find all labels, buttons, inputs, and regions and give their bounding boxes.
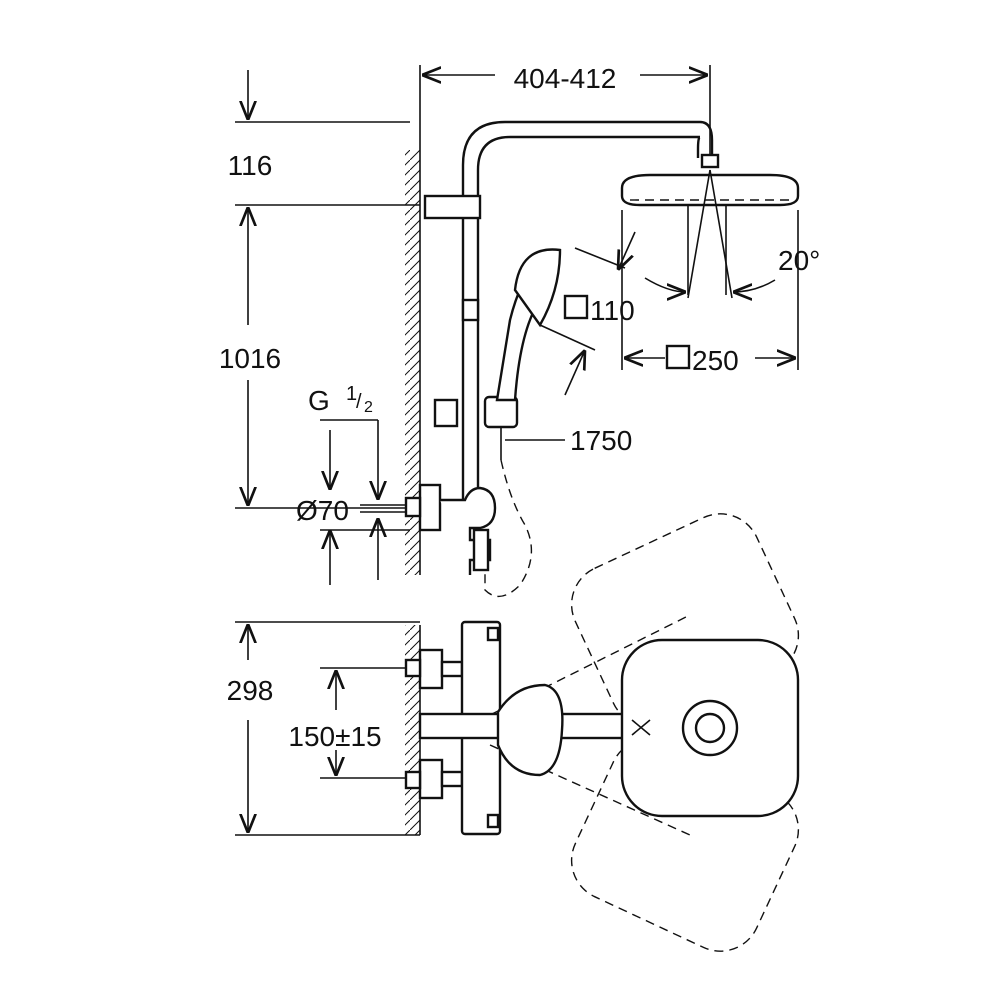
handshower-size-label: 110 [590,295,635,326]
height-label: 1016 [219,343,281,374]
wall-outlet: G 1 / 2 Ø70 [296,383,497,585]
rosette-diameter-label: Ø70 [296,495,349,526]
thread-numerator: 1 [346,383,357,405]
hand-shower: 110 1750 [484,231,636,598]
mixer-height-label: 298 [227,675,274,706]
inlet-centers-label: 150±15 [288,721,381,752]
thread-denominator: 2 [364,399,373,416]
dimension-heights: 116 1016 [219,70,420,509]
arm-projection-label: 404-412 [514,63,617,94]
wall-lower [405,625,421,835]
mixer-side-view: 298 150±15 [227,620,502,836]
svg-text:/: / [356,391,362,413]
head-size-label: 250 [692,345,739,376]
top-to-arm-label: 116 [228,150,273,181]
thread-label: G [308,385,330,416]
head-top-view [418,513,800,952]
head-shower: 20° 250 [620,153,820,376]
dimension-arm-projection: 404-412 [422,63,711,155]
hose-length-label: 1750 [570,425,632,456]
shower-riser [423,120,714,500]
spray-angle-label: 20° [778,245,820,276]
